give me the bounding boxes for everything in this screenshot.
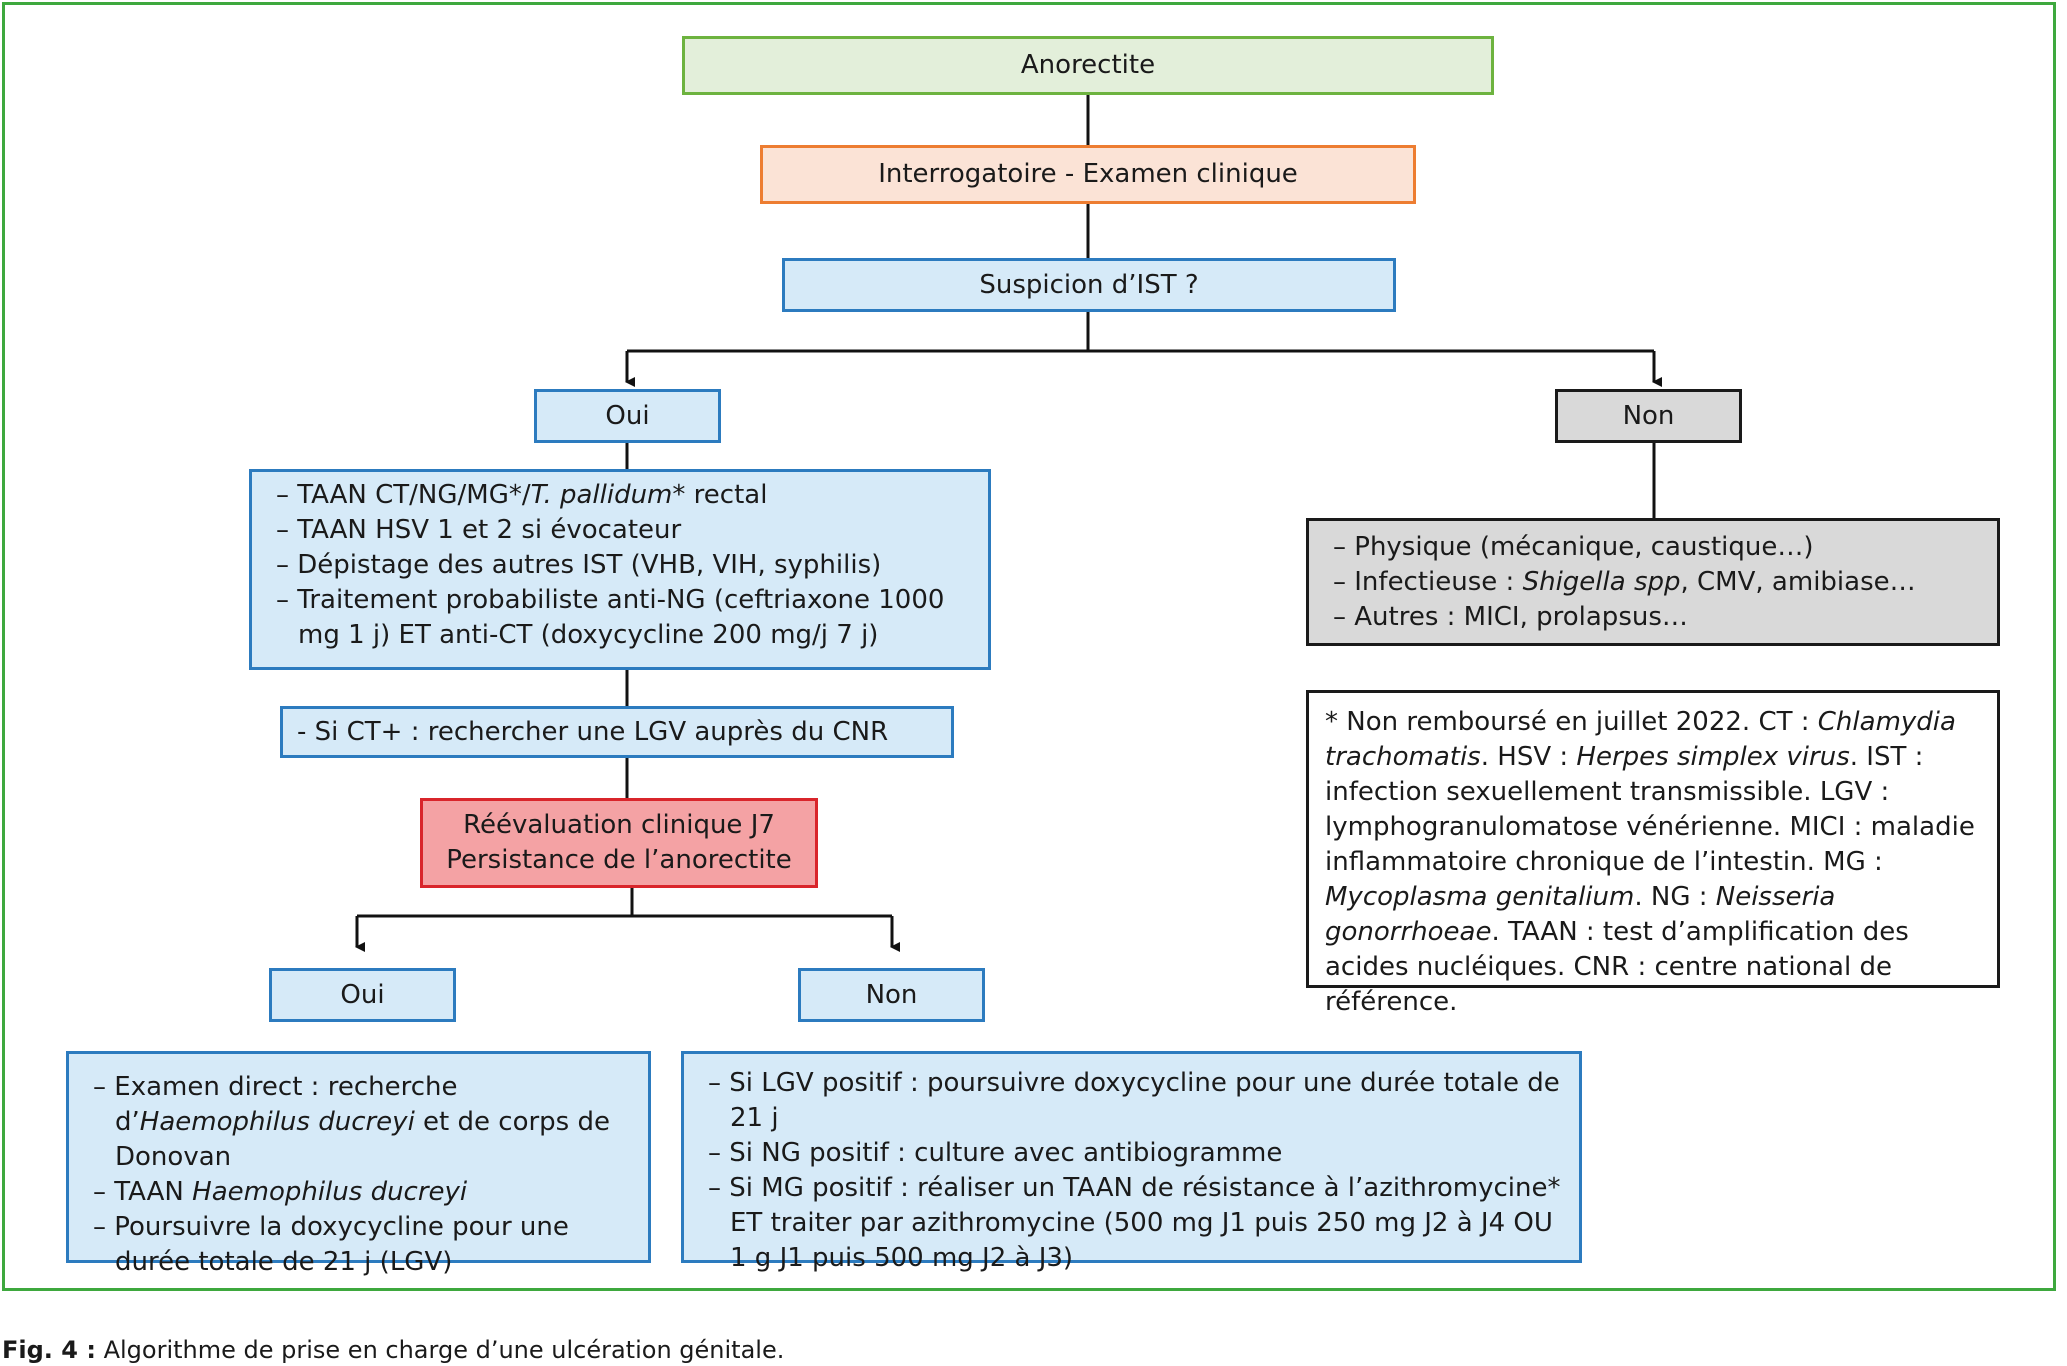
diagram-frame <box>2 2 2056 1291</box>
node-anorectite: Anorectite <box>682 36 1494 95</box>
list-item: TAAN Haemophilus ducreyi <box>73 1175 634 1210</box>
node-oui-label: Oui <box>605 400 650 431</box>
node-anorectite-label: Anorectite <box>1020 50 1156 80</box>
list-item: TAAN HSV 1 et 2 si évocateur <box>256 513 974 548</box>
node-oui: Oui <box>534 389 721 443</box>
list-item: Autres : MICI, prolapsus… <box>1313 600 1983 635</box>
non2-actions-list: Si LGV positif : poursuivre doxycycline … <box>688 1066 1565 1276</box>
ct-plus-box: - Si CT+ : rechercher une LGV auprès du … <box>280 706 954 758</box>
node-oui-2: Oui <box>269 968 456 1022</box>
list-item: Si MG positif : réaliser un TAAN de rési… <box>688 1171 1565 1276</box>
list-item: Infectieuse : Shigella spp, CMV, amibias… <box>1313 565 1983 600</box>
node-oui-2-label: Oui <box>340 979 385 1010</box>
oui-actions-list: TAAN CT/NG/MG*/T. pallidum* rectal TAAN … <box>256 478 974 653</box>
node-non-2-label: Non <box>865 979 918 1010</box>
oui2-actions-box: Examen direct : recherche d’Haemophilus … <box>66 1051 651 1277</box>
node-interrogatoire: Interrogatoire - Examen clinique <box>760 145 1416 204</box>
list-item: Traitement probabiliste anti-NG (ceftria… <box>256 583 974 653</box>
node-suspicion-ist: Suspicion d’IST ? <box>782 258 1396 312</box>
list-item: Poursuivre la doxycycline pour une durée… <box>73 1210 634 1280</box>
list-item: Si LGV positif : poursuivre doxycycline … <box>688 1066 1565 1136</box>
caption-label: Fig. 4 : <box>2 1336 96 1364</box>
reeval-line-1: Réévaluation clinique J7 <box>463 810 775 840</box>
list-item: Examen direct : recherche d’Haemophilus … <box>73 1070 634 1175</box>
list-item: Dépistage des autres IST (VHB, VIH, syph… <box>256 548 974 583</box>
oui-actions-box: TAAN CT/NG/MG*/T. pallidum* rectal TAAN … <box>249 469 991 670</box>
abbreviations-legend: * Non remboursé en juillet 2022. CT : Ch… <box>1306 690 2000 1017</box>
non-causes-box: Physique (mécanique, caustique…) Infecti… <box>1306 518 2000 646</box>
caption-text: Algorithme de prise en charge d’une ulcé… <box>95 1336 785 1364</box>
node-interrogatoire-label: Interrogatoire - Examen clinique <box>878 159 1298 189</box>
node-non: Non <box>1555 389 1742 443</box>
list-item: Si NG positif : culture avec antibiogram… <box>688 1136 1565 1171</box>
node-reevaluation: Réévaluation clinique J7 Persistance de … <box>420 798 818 888</box>
list-item: TAAN CT/NG/MG*/T. pallidum* rectal <box>256 478 974 513</box>
reeval-line-2: Persistance de l’anorectite <box>446 845 792 875</box>
node-suspicion-ist-label: Suspicion d’IST ? <box>979 269 1199 300</box>
ct-plus-label: - Si CT+ : rechercher une LGV auprès du … <box>297 716 889 747</box>
non2-actions-box: Si LGV positif : poursuivre doxycycline … <box>681 1051 1582 1273</box>
oui2-actions-list: Examen direct : recherche d’Haemophilus … <box>73 1070 634 1280</box>
list-item: Physique (mécanique, caustique…) <box>1313 530 1983 565</box>
node-non-2: Non <box>798 968 985 1022</box>
non-causes-list: Physique (mécanique, caustique…) Infecti… <box>1313 530 1983 635</box>
node-non-label: Non <box>1622 400 1675 431</box>
figure-caption: Fig. 4 : Algorithme de prise en charge d… <box>2 1336 784 1364</box>
